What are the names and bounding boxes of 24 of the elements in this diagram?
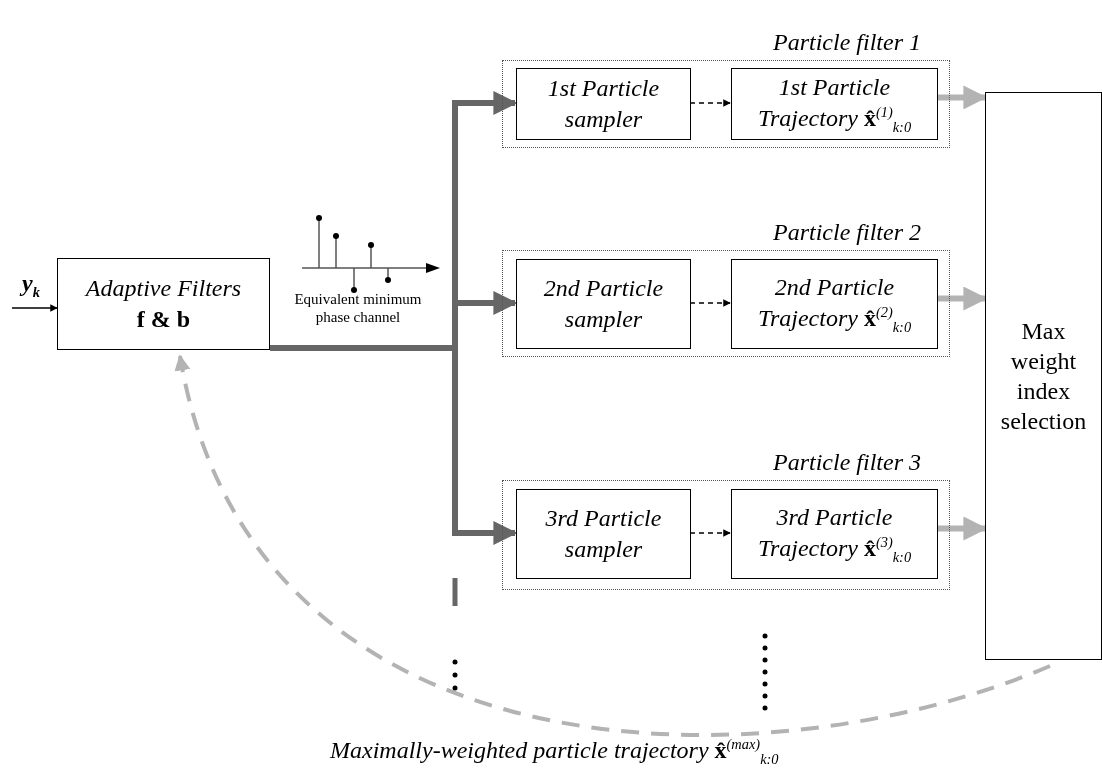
process-box: [731, 489, 938, 579]
process-box: [516, 489, 691, 579]
filter-block: [57, 258, 270, 350]
process-box: [516, 68, 691, 140]
arrow: [689, 99, 731, 107]
process-box: [731, 68, 938, 140]
channel-label: Equivalent minimum phase channel: [293, 290, 423, 326]
block-label: Max weight index selection: [999, 317, 1088, 436]
arrow: [176, 354, 1051, 737]
process-box: [731, 259, 938, 349]
process-box: [516, 259, 691, 349]
block-label: 1st Particle sampler: [546, 73, 661, 134]
arrow: [270, 345, 518, 545]
arrow: [689, 529, 731, 537]
block-label: 2nd Particle sampler: [542, 273, 665, 334]
selection-block: [985, 92, 1102, 660]
arrow: [689, 299, 731, 307]
arrow: [11, 304, 58, 312]
block-label: 3rd Particle sampler: [544, 503, 663, 564]
group-title: Particle filter 2: [773, 218, 921, 247]
block-label: Adaptive Filters: [85, 273, 242, 303]
block-formula: f & b: [136, 305, 191, 334]
group-title: Particle filter 3: [773, 448, 921, 477]
group-title: Particle filter 1: [773, 28, 921, 57]
